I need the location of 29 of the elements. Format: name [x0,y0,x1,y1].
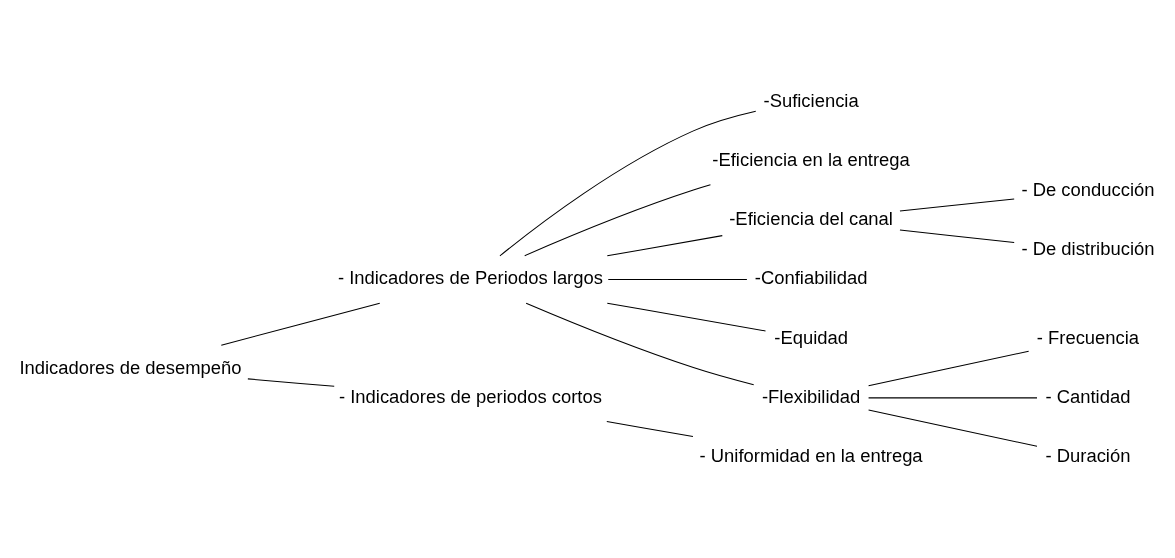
node-text: - Frecuencia [1036,326,1140,348]
connector [220,302,381,346]
connector [868,396,1038,398]
connector [606,420,694,437]
node-text: -Equidad [774,326,848,348]
connector [247,377,335,387]
connector [899,198,1015,212]
node-text: - Indicadores de Periodos largos [337,266,603,288]
node-text: -Eficiencia del canal [729,207,893,229]
connector [899,228,1015,243]
node-text: -Confiabilidad [754,266,868,288]
node-text: - De distribución [1021,237,1155,259]
node-text: - Cantidad [1045,385,1131,407]
node-text: -Suficiencia [763,89,859,111]
connector [499,110,757,256]
connector [868,350,1030,386]
node-text: - Uniformidad en la entrega [699,444,923,466]
node-text: -Flexibilidad [761,385,861,407]
node-text: Indicadores de desempeño [19,356,242,378]
connector [606,302,767,331]
connector [606,234,723,256]
connector [607,278,748,280]
node-text: - De conducción [1021,178,1155,200]
connector [525,302,755,385]
connector [524,183,711,256]
node-text: - Duración [1045,444,1131,466]
node-text: - Indicadores de periodos cortos [338,385,602,407]
connector [868,408,1038,447]
node-text: -Eficiencia en la entrega [712,148,910,170]
